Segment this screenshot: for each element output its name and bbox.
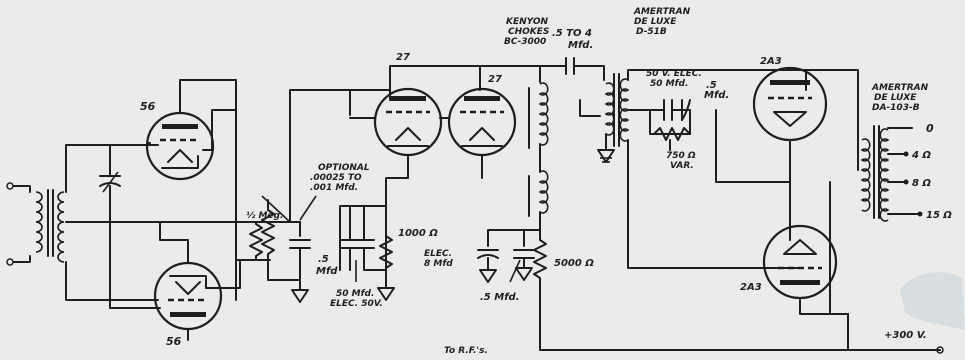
tube-2a3-top	[752, 66, 828, 241]
label-chokes-line1: KENYON	[506, 17, 549, 27]
tube-label-56-bottom: 56	[166, 335, 182, 348]
label-filter-cap-line1: ELEC.	[424, 249, 452, 259]
optional-cap-and-half-meg	[261, 195, 317, 303]
label-interstage-line3: D-51B	[636, 27, 667, 37]
label-bias-cap-small-line2: Mfd.	[704, 90, 729, 101]
label-chokes-line2: CHOKES	[508, 27, 549, 37]
label-output-xfmr-line3: DA-103-B	[872, 103, 920, 113]
tube-56-bias-network	[235, 79, 271, 301]
label-5mfd-line1: .5	[318, 254, 329, 265]
bias-network-2a3	[627, 69, 807, 269]
label-half-meg: ½ Meg.	[246, 211, 283, 221]
tube-27-b	[439, 87, 517, 179]
label-5mfd-line2: Mfd	[316, 266, 338, 277]
b-plus-rail	[539, 313, 944, 354]
tube-27-cathode-network	[339, 177, 409, 301]
label-optional-line2: .00025 TO	[310, 173, 362, 183]
label-interstage-line2: DE LUXE	[634, 17, 677, 27]
tube-56-bottom	[153, 221, 241, 341]
tube-27-a	[349, 87, 443, 179]
label-to-rf: To R.F.'s.	[444, 346, 488, 356]
label-coupling-line2: Mfd.	[568, 40, 593, 51]
label-output-xfmr-line1: AMERTRAN	[871, 83, 929, 93]
label-bias-pot-line1: 750 Ω	[666, 151, 696, 161]
label-bias-pot-line2: VAR.	[670, 161, 694, 171]
label-filter-cap-line2: 8 Mfd	[424, 259, 453, 269]
output-transformer	[805, 69, 923, 351]
label-filter-cap-small: .5 Mfd.	[480, 292, 520, 303]
label-bias-cap-line2: 50 Mfd.	[650, 79, 688, 89]
label-bias-cap-small-line1: .5	[706, 80, 717, 91]
label-interstage-line1: AMERTRAN	[633, 7, 691, 17]
label-optional-line1: OPTIONAL	[318, 163, 370, 173]
label-output-xfmr-line2: DE LUXE	[874, 93, 917, 103]
input-wiring	[65, 144, 237, 309]
tube-label-2a3-bottom: 2A3	[740, 282, 762, 293]
label-b-plus: +300 V.	[884, 330, 927, 341]
rail-to-27s	[235, 65, 541, 223]
label-cath-res: 1000 Ω	[398, 228, 438, 239]
filter-section	[477, 229, 547, 351]
label-cath-cap-line1: 50 Mfd.	[336, 289, 374, 299]
tube-label-27-a: 27	[396, 52, 410, 63]
tube-label-56-top: 56	[140, 100, 156, 113]
label-cath-cap-line2: ELEC. 50V.	[330, 299, 383, 309]
label-bias-cap-line1: 50 V. ELEC.	[646, 69, 702, 79]
label-drop-res: 5000 Ω	[554, 258, 594, 269]
interstage-transformer	[579, 73, 630, 163]
label-tap-4: 4 Ω	[911, 150, 931, 161]
tube-label-2a3-top: 2A3	[760, 56, 782, 67]
coupling-cap	[539, 57, 605, 81]
label-chokes-line3: BC-3000	[504, 37, 546, 47]
label-optional-line3: .001 Mfd.	[310, 183, 358, 193]
tube-label-27-b: 27	[488, 74, 502, 85]
tube-2a3-bottom	[762, 224, 849, 315]
label-tap-0: 0	[926, 122, 934, 135]
paper-stain	[900, 272, 965, 330]
kenyon-chokes	[528, 65, 549, 231]
tube-56-top	[145, 79, 237, 181]
input-transformer	[6, 182, 65, 266]
label-tap-8: 8 Ω	[912, 178, 931, 189]
label-tap-15: 15 Ω	[926, 210, 952, 221]
label-coupling-line1: .5 TO 4	[552, 28, 592, 39]
